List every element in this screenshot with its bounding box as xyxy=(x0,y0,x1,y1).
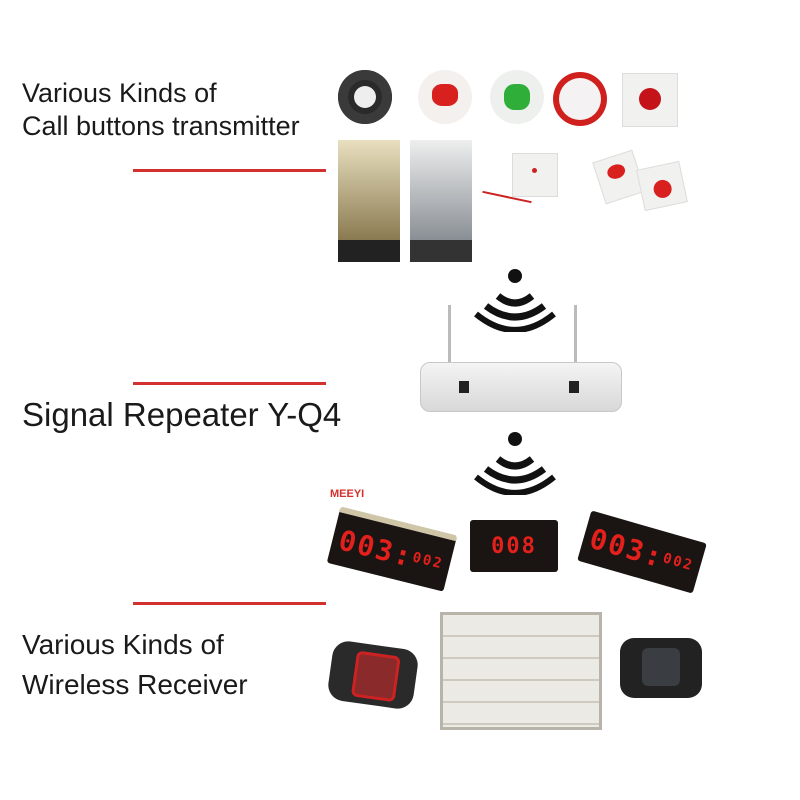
call-button-icon xyxy=(338,70,392,124)
wireless-signal-icon xyxy=(474,269,556,332)
led-display-center: 008 xyxy=(470,520,558,572)
call-button-icon xyxy=(418,70,472,124)
transmitters-title-line2: Call buttons transmitter xyxy=(22,111,300,141)
call-button-icon xyxy=(490,70,544,124)
divider-line xyxy=(133,382,326,385)
led-display-left: 003:002 xyxy=(326,506,458,592)
call-button-icon xyxy=(553,72,607,126)
wireless-signal-icon xyxy=(474,432,556,495)
table-stand-button-icon xyxy=(410,140,472,262)
wristwatch-pager-icon xyxy=(326,639,420,711)
antenna xyxy=(574,305,577,365)
repeater-title: Signal Repeater Y-Q4 xyxy=(22,396,342,433)
display-main: 003: xyxy=(586,521,668,574)
antenna xyxy=(448,305,451,365)
receivers-title-line1: Various Kinds of xyxy=(22,629,224,660)
call-button-icon xyxy=(622,73,678,127)
wall-display-receiver xyxy=(440,612,602,730)
wristwatch-pager-icon xyxy=(620,638,702,698)
pull-cord-button-icon xyxy=(512,153,558,197)
led-display-right: 003:002 xyxy=(577,510,707,594)
receivers-title-line2: Wireless Receiver xyxy=(22,669,248,700)
repeater-device-icon xyxy=(420,362,622,412)
call-button-icon xyxy=(636,160,688,212)
table-stand-button-icon xyxy=(338,140,400,262)
brand-logo: MEEYI xyxy=(330,488,365,500)
display-small: 002 xyxy=(661,550,696,575)
transmitters-title-line1: Various Kinds of xyxy=(22,78,217,108)
divider-line xyxy=(133,169,326,172)
display-main: 003: xyxy=(335,522,417,574)
divider-line xyxy=(133,602,326,605)
display-small: 002 xyxy=(410,549,445,573)
